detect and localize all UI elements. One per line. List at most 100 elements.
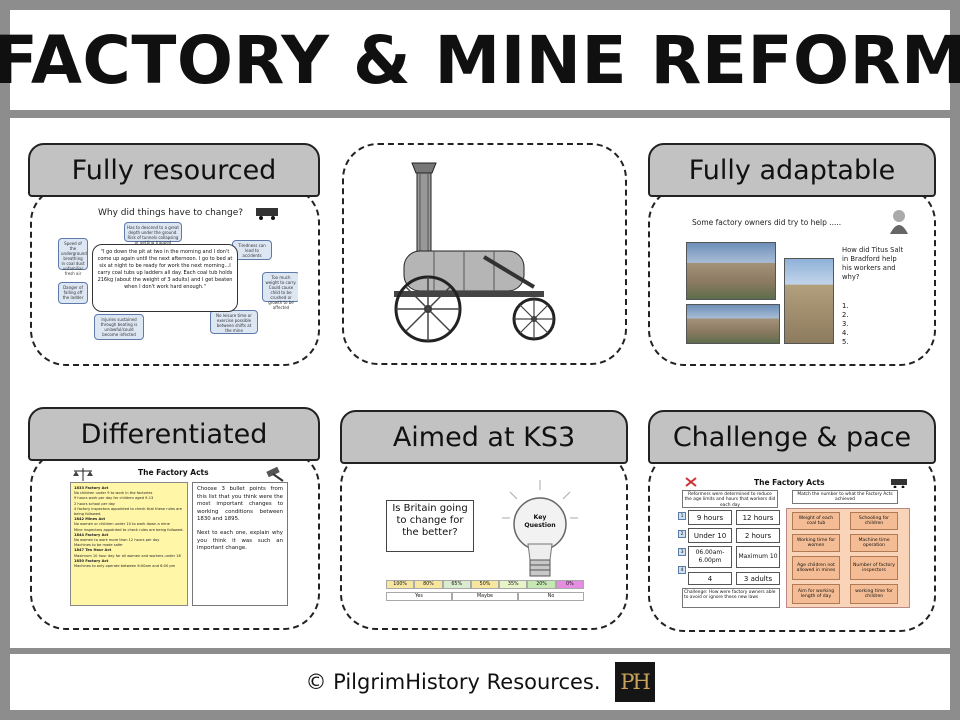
card-fully-adaptable: Some factory owners did try to help ....… — [648, 186, 936, 366]
village-photo — [686, 304, 780, 344]
church-photo — [784, 258, 834, 344]
answer-cell[interactable]: working time for children — [850, 584, 898, 604]
number-cell[interactable]: 9 hours — [688, 510, 732, 525]
act-point: No women or children under 10 to work do… — [74, 522, 170, 527]
steam-locomotive-image — [394, 162, 556, 343]
card-engine — [342, 143, 627, 365]
card-fully-resourced: Why did things have to change? Has to de… — [30, 186, 320, 366]
ks3-thumbnail: Is Britain going to change for the bette… — [382, 478, 588, 606]
act-point: Mine inspectors appointed to check rules… — [74, 527, 184, 532]
scales-icon — [73, 468, 93, 481]
footer: © PilgrimHistory Resources. PH — [10, 648, 950, 710]
key-question-box: Is Britain going to change for the bette… — [386, 500, 474, 552]
scales-icon — [685, 477, 697, 487]
explain-text: Next to each one, explain why you think … — [197, 529, 283, 552]
act-heading: 1833 Factory Act — [74, 486, 109, 490]
scale-35[interactable]: 35% — [499, 580, 528, 589]
lightbulb-icon — [502, 480, 578, 577]
card-differentiated: The Factory Acts 1833 Factory Act No chi… — [30, 450, 320, 630]
number-cell[interactable]: 4 — [688, 572, 732, 585]
scale-50[interactable]: 50% — [470, 580, 500, 589]
header-band: FACTORY & MINE REFORM — [0, 10, 960, 118]
node-ladder: Danger of falling off the ladder — [58, 282, 88, 304]
copyright-text: © PilgrimHistory Resources. — [305, 670, 601, 694]
answer-cell[interactable]: Weight of each coal tub — [792, 512, 840, 530]
act-point: 2 hours school per day — [74, 501, 116, 506]
coal-tub-icon — [891, 479, 907, 488]
answer-cell[interactable]: Age children not allowed in mines — [792, 556, 840, 580]
act-heading: 1850 Factory Act — [74, 558, 109, 563]
tab-differentiated: Differentiated — [28, 407, 320, 461]
thumb-title: The Factory Acts — [754, 478, 825, 487]
act-heading: 1847 Ten Hour Act — [74, 548, 112, 553]
act-point: Machines to be made safer — [74, 543, 123, 548]
number-cell[interactable]: Under 10 — [688, 528, 732, 543]
tab-aimed-at-ks3: Aimed at KS3 — [340, 410, 628, 464]
chip-4: 4 — [678, 566, 686, 574]
act-point: Machines to only operate between 6:00am … — [74, 564, 176, 569]
mill-photo — [686, 242, 776, 300]
answer-cell[interactable]: Number of factory inspectors — [850, 556, 898, 580]
titus-salt-question: How did Titus Salt in Bradford help his … — [842, 246, 904, 281]
node-weight: Too much weight to carry. Could cause ch… — [262, 272, 298, 310]
pilgrim-history-logo: PH — [614, 662, 655, 702]
act-point: No children under 9 to work in the facto… — [74, 491, 153, 496]
key-question-label: Key Question — [524, 514, 556, 529]
adaptable-thumbnail: Some factory owners did try to help ....… — [676, 206, 914, 346]
card-ks3: Is Britain going to change for the bette… — [340, 450, 628, 630]
answer-line: 4. — [842, 329, 849, 337]
card-challenge: The Factory Acts Reformers were determin… — [648, 450, 936, 632]
node-dust: Speed of the underground breathing in co… — [58, 238, 88, 276]
number-cell[interactable]: Maximum 10 — [736, 546, 780, 568]
node-leisure: No leisure time or exercise possible bet… — [210, 310, 258, 334]
number-cell[interactable]: 2 hours — [736, 528, 780, 543]
number-cell[interactable]: 12 hours — [736, 510, 780, 525]
thumb-title: Why did things have to change? — [98, 208, 244, 218]
answer-no[interactable]: No — [518, 592, 584, 601]
answer-cell[interactable]: Machine time operation — [850, 534, 898, 552]
miner-quote: "I go down the pit at two in the morning… — [92, 244, 238, 312]
answer-cell[interactable]: Schooling for children — [850, 512, 898, 530]
answer-scale: Yes Maybe No — [386, 592, 584, 601]
answer-line: 3. — [842, 320, 849, 328]
choose-instructions: Choose 3 bullet points from this list th… — [192, 482, 288, 606]
node-depth: Has to descend to a great depth under th… — [124, 222, 182, 245]
act-point: Maximum 10 hour day for all women and wo… — [74, 553, 181, 558]
answer-cell[interactable]: Aim for working length of day — [792, 584, 840, 604]
page-title: FACTORY & MINE REFORM — [0, 21, 960, 99]
scale-0[interactable]: 0% — [555, 580, 584, 589]
answer-cell[interactable]: Working time for women — [792, 534, 840, 552]
answer-list: 1. 2. 3. 4. 5. — [842, 302, 849, 346]
scale-65[interactable]: 65% — [442, 580, 471, 589]
tab-fully-adaptable: Fully adaptable — [648, 143, 936, 197]
node-tiredness: Tiredness can lead to accidents — [232, 240, 272, 260]
act-point: 4 factory inspectors appointed to check … — [74, 506, 182, 517]
act-heading: 1844 Factory Act — [74, 532, 109, 537]
challenge-thumbnail: The Factory Acts Reformers were determin… — [678, 476, 912, 610]
act-point: 9 hours work per day for children aged 9… — [74, 496, 154, 501]
answer-maybe[interactable]: Maybe — [452, 592, 518, 601]
portrait-icon — [890, 210, 908, 234]
answer-yes[interactable]: Yes — [386, 592, 452, 601]
differentiated-thumbnail: The Factory Acts 1833 Factory Act No chi… — [68, 466, 290, 608]
match-box: Match the number to what the Factory Act… — [792, 490, 898, 504]
thumb-title: Some factory owners did try to help ....… — [692, 218, 842, 227]
tab-fully-resourced: Fully resourced — [28, 143, 320, 197]
coal-tub-icon — [256, 208, 278, 220]
tab-challenge-pace: Challenge & pace — [648, 410, 936, 464]
challenge-box: Challenge: How were factory owners able … — [682, 588, 780, 608]
chip-1: 1 — [678, 512, 686, 520]
gavel-icon — [266, 466, 284, 482]
scale-80[interactable]: 80% — [414, 580, 443, 589]
answer-line: 5. — [842, 338, 849, 346]
percentage-scale: 100% 80% 65% 50% 35% 20% 0% — [386, 580, 584, 589]
number-cell[interactable]: 3 adults — [736, 572, 780, 585]
answer-line: 1. — [842, 302, 849, 310]
choose-text: Choose 3 bullet points from this list th… — [197, 486, 283, 523]
intro-box: Reformers were determined to reduce the … — [682, 490, 778, 508]
scale-100[interactable]: 100% — [386, 580, 415, 589]
number-cell[interactable]: 06.00am-6.00pm — [688, 546, 732, 568]
act-heading: 1842 Mines Act — [74, 517, 106, 522]
scale-20[interactable]: 20% — [527, 580, 556, 589]
chip-3: 3 — [678, 548, 686, 556]
